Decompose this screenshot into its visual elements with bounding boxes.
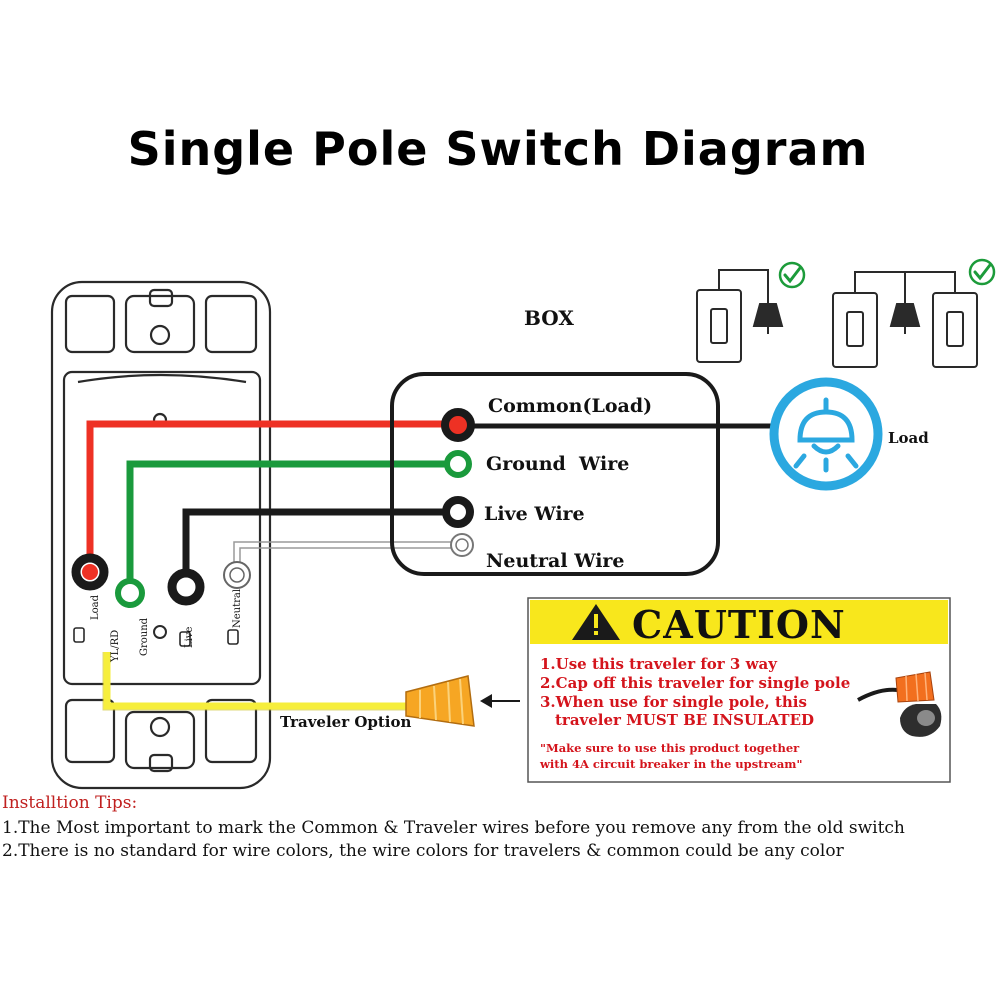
- box-label: BOX: [524, 306, 574, 330]
- load-lamp-label: Load: [888, 429, 929, 447]
- junction-box: [390, 372, 720, 576]
- traveler-option-label: Traveler Option: [280, 713, 412, 731]
- terminal-label-neutral: Neutral: [232, 589, 243, 628]
- box-ground-terminal: [444, 450, 472, 478]
- check-icon: [968, 258, 996, 286]
- neutral-terminal: [223, 561, 251, 589]
- box-common-terminal: [441, 408, 475, 442]
- tip-item: 1.The Most important to mark the Common …: [2, 818, 905, 838]
- traveler-wire: [103, 652, 410, 710]
- terminal-label-ground: Ground: [139, 617, 150, 656]
- terminal-label-live: Live: [184, 627, 195, 648]
- caution-note-2: with 4A circuit breaker in the upstream": [539, 757, 802, 771]
- switch-outline: [50, 280, 272, 790]
- check-icon: [778, 261, 806, 289]
- live-wire: [182, 508, 458, 585]
- caution-heading: CAUTION: [632, 602, 846, 647]
- arrow-left-icon: [480, 694, 520, 708]
- neutral-label: Neutral Wire: [486, 550, 625, 572]
- switch-device: [50, 280, 272, 790]
- box-live-terminal: [442, 496, 474, 528]
- single-switch-option: [696, 269, 784, 363]
- caution-item-1: 1.Use this traveler for 3 way: [540, 655, 778, 673]
- caution-item-3: 3.When use for single pole, this: [540, 693, 807, 711]
- terminal-label-yl-rd: YL/RD: [110, 630, 121, 663]
- live-label: Live Wire: [484, 503, 585, 525]
- ground-label: Ground Wire: [486, 453, 629, 475]
- wire-nut-icon: [405, 675, 475, 727]
- page-title: Single Pole Switch Diagram: [127, 122, 869, 176]
- common-wire: [86, 420, 456, 568]
- caution-panel: CAUTION 1.Use this traveler for 3 way 2.…: [527, 597, 951, 783]
- lamp-icon: [769, 377, 883, 491]
- switch-body: [62, 370, 262, 686]
- common-label: Common(Load): [488, 395, 652, 417]
- tip-item: 2.There is no standard for wire colors, …: [2, 841, 844, 861]
- caution-note-1: "Make sure to use this product together: [540, 741, 800, 755]
- terminal-label-load: Load: [90, 594, 101, 620]
- double-switch-option: [832, 271, 978, 368]
- warning-triangle-icon: [572, 604, 620, 640]
- caution-item-4: traveler MUST BE INSULATED: [555, 711, 814, 729]
- ground-terminal: [115, 578, 145, 608]
- box-neutral-terminal: [450, 533, 474, 557]
- neutral-wire: [233, 541, 462, 570]
- insulated-wire-icon: [857, 671, 942, 737]
- caution-item-2: 2.Cap off this traveler for single pole: [540, 674, 850, 692]
- live-terminal: [167, 568, 205, 606]
- ground-wire: [126, 460, 458, 588]
- tips-heading: Installtion Tips:: [2, 793, 138, 813]
